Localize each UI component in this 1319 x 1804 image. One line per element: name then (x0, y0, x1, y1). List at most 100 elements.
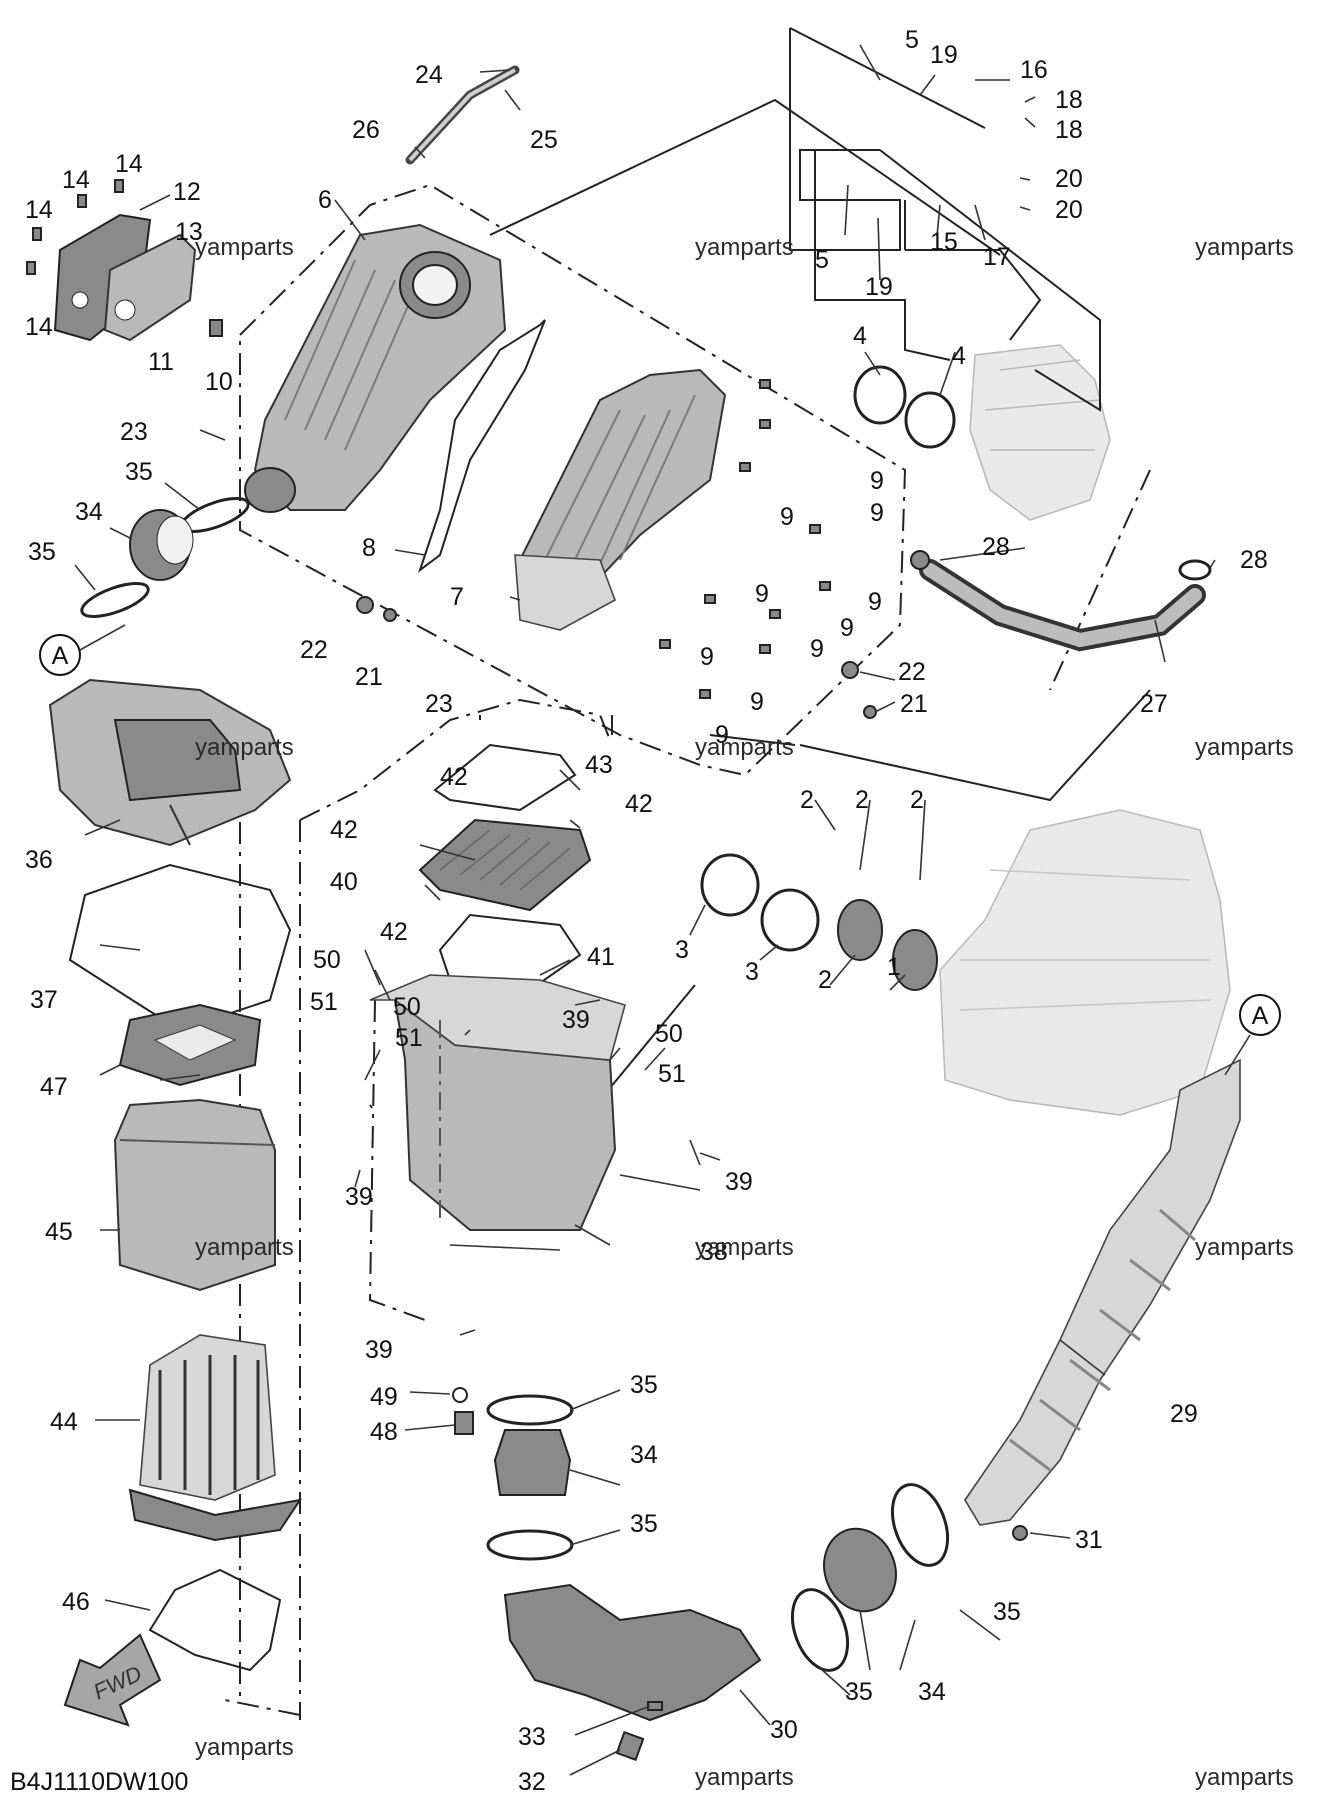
clip-10 (209, 319, 223, 337)
label-19: 19 (865, 273, 893, 301)
svg-text:A: A (52, 642, 69, 670)
routing-lines (369, 27, 1151, 1109)
label-9: 9 (780, 503, 794, 531)
label-42: 42 (440, 763, 468, 791)
label-50: 50 (313, 946, 341, 974)
label-14: 14 (25, 196, 53, 224)
leader-lines (74, 44, 1216, 1776)
label-27: 27 (1140, 690, 1168, 718)
callout-a-right: A (1239, 994, 1281, 1036)
label-2: 2 (855, 786, 869, 814)
label-9: 9 (700, 643, 714, 671)
label-39: 39 (562, 1006, 590, 1034)
label-20: 20 (1055, 196, 1083, 224)
clamp-28a (910, 550, 930, 570)
svg-text:yamparts: yamparts (695, 734, 794, 761)
svg-text:yamparts: yamparts (195, 1734, 294, 1761)
label-32: 32 (518, 1768, 546, 1796)
label-15: 15 (930, 228, 958, 256)
label-21: 21 (355, 663, 383, 691)
label-23: 23 (120, 418, 148, 446)
clamp-4a (853, 365, 907, 425)
air-box-38 (369, 974, 626, 1231)
label-9: 9 (755, 580, 769, 608)
screws-14 (26, 179, 124, 275)
svg-text:yamparts: yamparts (195, 734, 294, 761)
label-1: 1 (887, 953, 901, 981)
label-38: 38 (700, 1238, 728, 1266)
fwd-arrow: FWD (63, 1633, 162, 1727)
label-34: 34 (918, 1678, 946, 1706)
label-50: 50 (393, 993, 421, 1021)
label-9: 9 (870, 499, 884, 527)
filter-45 (113, 1098, 276, 1292)
label-9: 9 (750, 688, 764, 716)
air-box-case-6 (244, 223, 507, 513)
seal-8 (418, 319, 546, 573)
joint-34c (823, 1527, 897, 1613)
label-34: 34 (75, 498, 103, 526)
label-29: 29 (1170, 1400, 1198, 1428)
svg-text:A: A (1252, 1002, 1269, 1030)
label-51: 51 (658, 1060, 686, 1088)
label-47: 47 (40, 1073, 68, 1101)
clamp-3b (760, 888, 820, 952)
drain-48 (454, 1411, 474, 1435)
throttle-body-ghost (969, 344, 1111, 521)
label-35: 35 (993, 1598, 1021, 1626)
label-33: 33 (518, 1723, 546, 1751)
label-4: 4 (952, 342, 966, 370)
label-16: 16 (1020, 56, 1048, 84)
bracket-13 (103, 233, 197, 342)
joint-34a (129, 509, 194, 581)
label-7: 7 (450, 583, 464, 611)
label-26: 26 (352, 116, 380, 144)
clamp-3a (700, 853, 760, 917)
svg-text:yamparts: yamparts (1195, 1764, 1294, 1791)
label-37: 37 (30, 986, 58, 1014)
label-51: 51 (310, 988, 338, 1016)
callout-a-left: A (39, 634, 81, 676)
assembly-frames (224, 183, 1151, 1720)
clamp-28b (1178, 559, 1212, 581)
label-28: 28 (1240, 546, 1268, 574)
label-22: 22 (898, 658, 926, 686)
label-14: 14 (25, 313, 53, 341)
clip-49 (452, 1387, 468, 1403)
clip-33 (647, 1701, 663, 1711)
duct-30 (503, 1583, 762, 1722)
duct-47 (118, 1003, 262, 1087)
label-10: 10 (205, 368, 233, 396)
label-3: 3 (745, 958, 759, 986)
label-48: 48 (370, 1418, 398, 1446)
label-5: 5 (815, 246, 829, 274)
label-17: 17 (983, 243, 1011, 271)
label-50: 50 (655, 1020, 683, 1048)
label-9: 9 (715, 721, 729, 749)
label-31: 31 (1075, 1526, 1103, 1554)
label-35: 35 (845, 1678, 873, 1706)
watermarks: yamparts yamparts yamparts yamparts yamp… (195, 234, 1294, 1791)
label-2: 2 (800, 786, 814, 814)
label-3: 3 (675, 936, 689, 964)
label-28: 28 (982, 533, 1010, 561)
cap-32 (615, 1730, 645, 1762)
label-42: 42 (380, 918, 408, 946)
svg-text:yamparts: yamparts (1195, 1234, 1294, 1261)
seal-37 (68, 863, 292, 1032)
engine-ghost (939, 809, 1231, 1116)
label-30: 30 (770, 1716, 798, 1744)
label-14: 14 (115, 150, 143, 178)
cover-36 (48, 678, 292, 847)
diagram-code: B4J1110DW100 (10, 1768, 188, 1796)
joint-1 (837, 899, 938, 991)
label-40: 40 (330, 868, 358, 896)
label-2: 2 (910, 786, 924, 814)
clamp-35d (486, 1529, 574, 1561)
seal-46 (148, 1568, 282, 1672)
part-labels: 1 2 2 2 2 3 3 4 4 5 5 6 7 8 9 9 9 9 9 9 … (25, 26, 1268, 1796)
clamp-35f (890, 1483, 950, 1567)
element-40 (418, 818, 592, 912)
label-42: 42 (625, 790, 653, 818)
